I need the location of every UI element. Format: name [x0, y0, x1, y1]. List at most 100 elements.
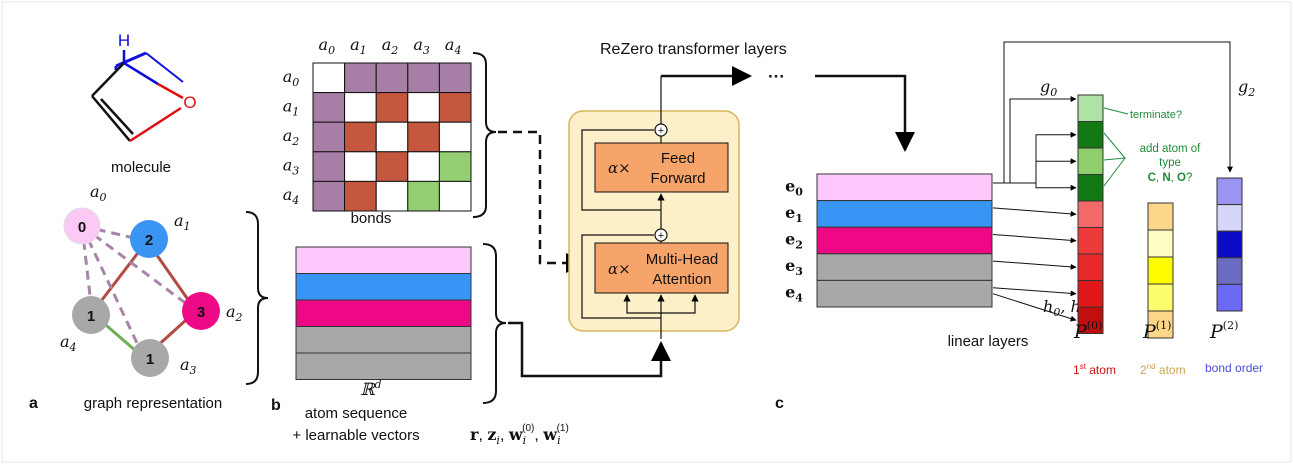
add-atom-line1: add atom of [1140, 143, 1202, 155]
linear-layers-caption: linear layers [948, 333, 1029, 350]
atom-sequence-row [295, 273, 472, 301]
matrix-cell [344, 151, 377, 182]
p2-cell [1216, 230, 1243, 259]
matrix-cell [312, 151, 346, 182]
matrix-col-label: a2 [382, 35, 399, 57]
panel-label-a: a [29, 395, 38, 412]
matrix-cell [438, 62, 472, 94]
embedding-row [816, 200, 993, 228]
p1-cell [1147, 310, 1174, 339]
graph-node-0: 0 a0 [63, 182, 107, 245]
p0-vector [1077, 94, 1104, 334]
matrix-row-label: a2 [283, 126, 300, 148]
matrix-cell [407, 121, 440, 153]
embedding-label: e1 [785, 203, 803, 225]
matrix-cell [407, 62, 440, 94]
terminate-annotation: terminate? [1130, 109, 1182, 121]
matrix-cell [407, 92, 440, 123]
p1-cell [1147, 229, 1174, 258]
matrix-cell [344, 62, 377, 94]
sequence-to-transformer-arrow [508, 321, 671, 378]
to-embeddings-arrow [815, 74, 915, 152]
p2-caption: bond order [1205, 361, 1263, 375]
molecule-structure: H O [91, 31, 197, 143]
graph-node-2: 3 a2 [182, 292, 243, 330]
atom-sequence-row [295, 326, 472, 354]
matrix-cell [375, 180, 409, 212]
matrix-cell [344, 92, 377, 123]
transformer-internal-arrows [581, 76, 699, 339]
matrix-cell [375, 121, 409, 153]
p0-cell [1077, 94, 1104, 122]
graph-caption: graph representation [84, 395, 222, 412]
embedding-row [816, 279, 993, 308]
p2-vector [1216, 177, 1243, 312]
matrix-cell [438, 92, 472, 123]
mha-alpha: α× [608, 260, 631, 278]
g2-label: g2 [1238, 77, 1255, 99]
add-atom-types: C, N, O? [1148, 172, 1193, 184]
atom-sequence-row [295, 246, 472, 274]
embedding-arrows [992, 131, 1077, 322]
matrix-row-label: a1 [283, 96, 300, 118]
p1-cell [1147, 283, 1174, 312]
panel-label-b: b [271, 397, 281, 414]
matrix-col-label: a4 [445, 35, 462, 57]
matrix-column-labels: a0 a1 a2 a3 a4 [319, 35, 462, 57]
matrix-cell [375, 62, 409, 94]
matrix-col-label: a0 [319, 35, 336, 57]
p0-cell [1077, 253, 1104, 281]
svg-text:+: + [658, 125, 664, 137]
p0-cell [1077, 174, 1104, 202]
terminate-pointer [1103, 107, 1129, 115]
matrix-cell [375, 151, 409, 182]
add-atom-line2: type [1159, 157, 1181, 169]
p2-cell [1216, 257, 1243, 285]
embedding-row [816, 253, 993, 281]
multi-head-attention-box [594, 242, 729, 294]
node-3-label: 1 [146, 351, 154, 368]
p2-cell [1216, 204, 1243, 232]
learnable-vectors-caption: + learnable vectors [292, 427, 419, 444]
node-0-label: 0 [78, 219, 86, 236]
matrix-col-label: a1 [350, 35, 367, 57]
atom-h-label: H [118, 31, 130, 50]
embedding-row [816, 226, 993, 255]
node-4-name: a4 [60, 332, 77, 354]
embedding-label: e3 [785, 256, 803, 278]
matrix-cell [312, 62, 346, 94]
node-1-label: 2 [145, 232, 153, 249]
residual-add-bottom: + [654, 228, 668, 242]
p2-label: P(2) [1209, 319, 1238, 343]
output-embeddings [816, 173, 993, 308]
matrix-cell [438, 121, 472, 153]
embedding-label: e0 [785, 176, 803, 198]
p1-cell [1147, 256, 1174, 285]
graph-node-1: 2 a1 [130, 211, 191, 258]
bonds-to-attention-arrow [498, 130, 586, 273]
rezero-title: ReZero transformer layers [600, 41, 787, 58]
matrix-cell [344, 121, 377, 153]
matrix-cell [312, 180, 346, 212]
bond-matrix [312, 62, 472, 212]
p2-cell [1216, 177, 1243, 206]
p1-caption: 2nd atom [1140, 362, 1186, 377]
p0-cell [1077, 121, 1104, 149]
g0-label: g0 [1040, 77, 1057, 99]
atom-sequence-brace [482, 243, 507, 404]
matrix-cell [375, 92, 409, 123]
node-4-label: 1 [87, 308, 95, 325]
node-0-name: a0 [90, 182, 107, 204]
panel-label-c: c [775, 395, 784, 412]
molecule-caption: molecule [111, 159, 171, 176]
atom-sequence-caption: atom sequence [305, 405, 408, 422]
matrix-cell [438, 180, 472, 212]
atom-sequence-row [295, 352, 472, 380]
matrix-col-label: a3 [413, 35, 430, 57]
p0-cell [1077, 306, 1104, 334]
matrix-cell [438, 151, 472, 182]
